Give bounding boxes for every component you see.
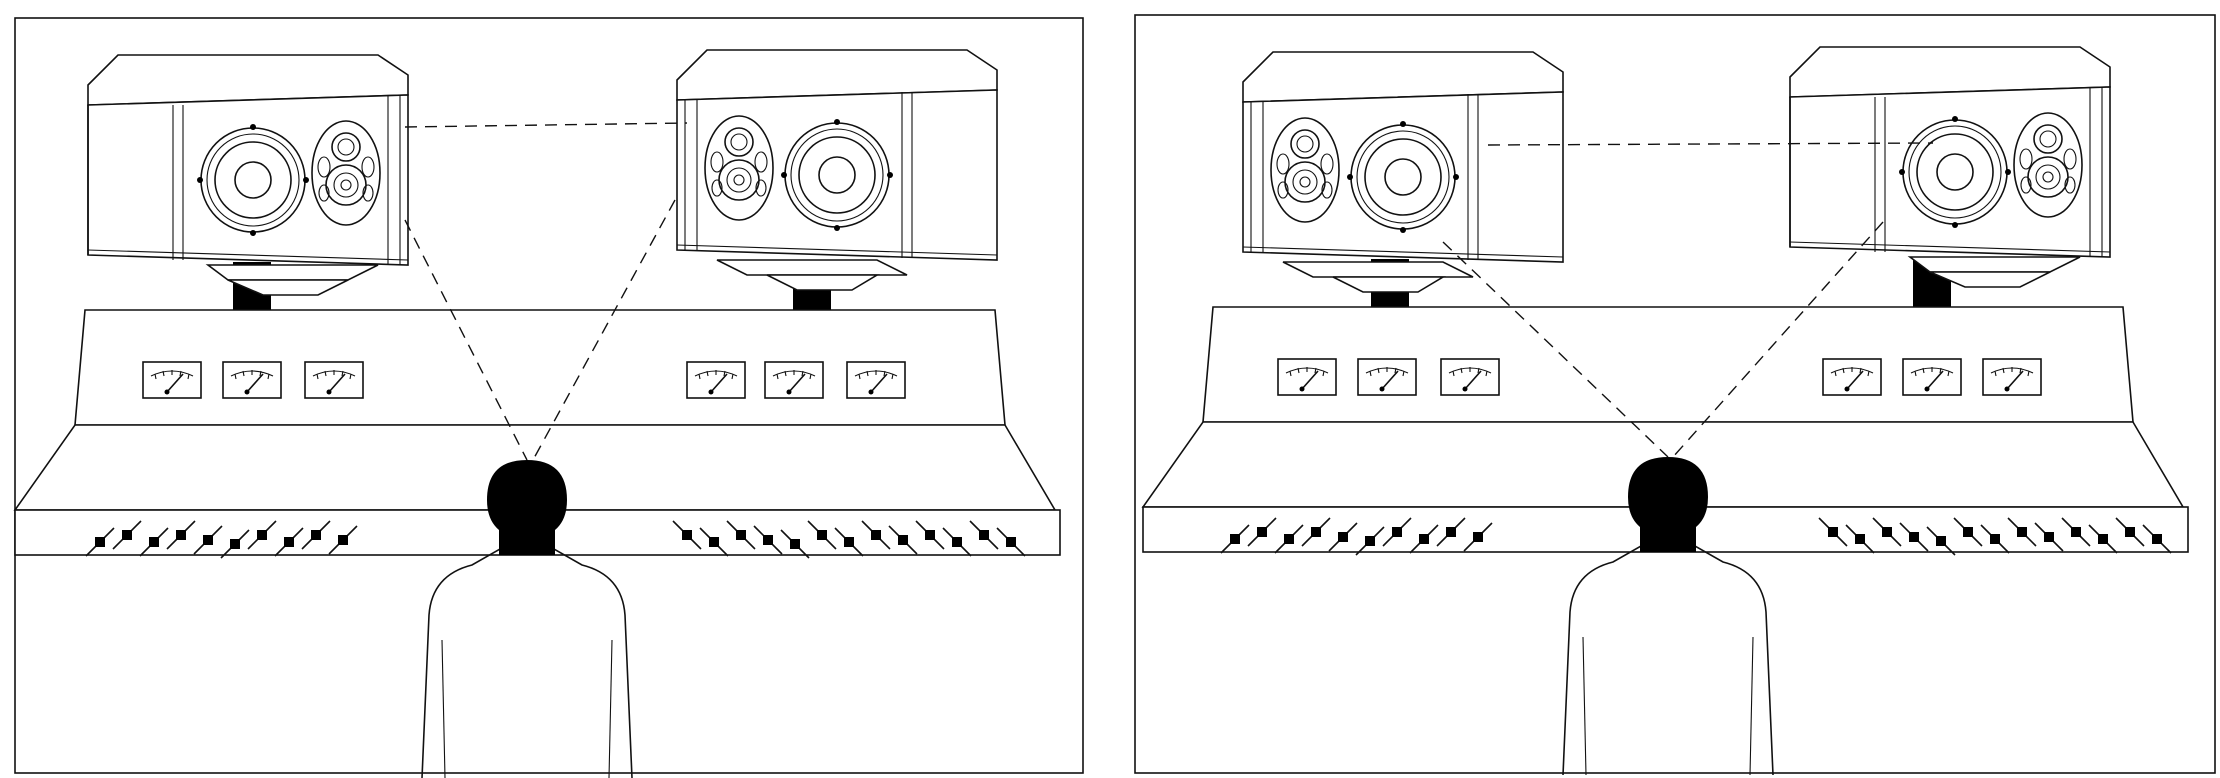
vu-meter-icon [1357, 358, 1417, 396]
listening-line [404, 219, 528, 461]
vu-meter-icon [1822, 358, 1882, 396]
vu-meter-icon [1902, 358, 1962, 396]
panel-frame [14, 17, 1084, 774]
vu-meter-icon [142, 361, 202, 399]
vu-meter-icon [764, 361, 824, 399]
panel-left [14, 17, 1084, 778]
studio-monitor-icon [1242, 51, 1564, 293]
vu-meter-icon [686, 361, 746, 399]
studio-monitor-icon [676, 49, 998, 291]
listening-line [1672, 221, 1884, 458]
studio-monitor-icon [87, 54, 409, 296]
vu-meter-icon [1440, 358, 1500, 396]
vu-meter-icon [1982, 358, 2042, 396]
speaker-axis-line [404, 122, 688, 128]
panel-frame [1134, 14, 2216, 774]
studio-monitor-icon [1789, 46, 2111, 288]
listening-line [1442, 241, 1669, 458]
vu-meter-icon [1277, 358, 1337, 396]
panel-right [1134, 14, 2216, 776]
speaker-axis-line [1487, 142, 1934, 146]
listening-line [532, 199, 676, 461]
vu-meter-icon [846, 361, 906, 399]
vu-meter-icon [222, 361, 282, 399]
vu-meter-icon [304, 361, 364, 399]
